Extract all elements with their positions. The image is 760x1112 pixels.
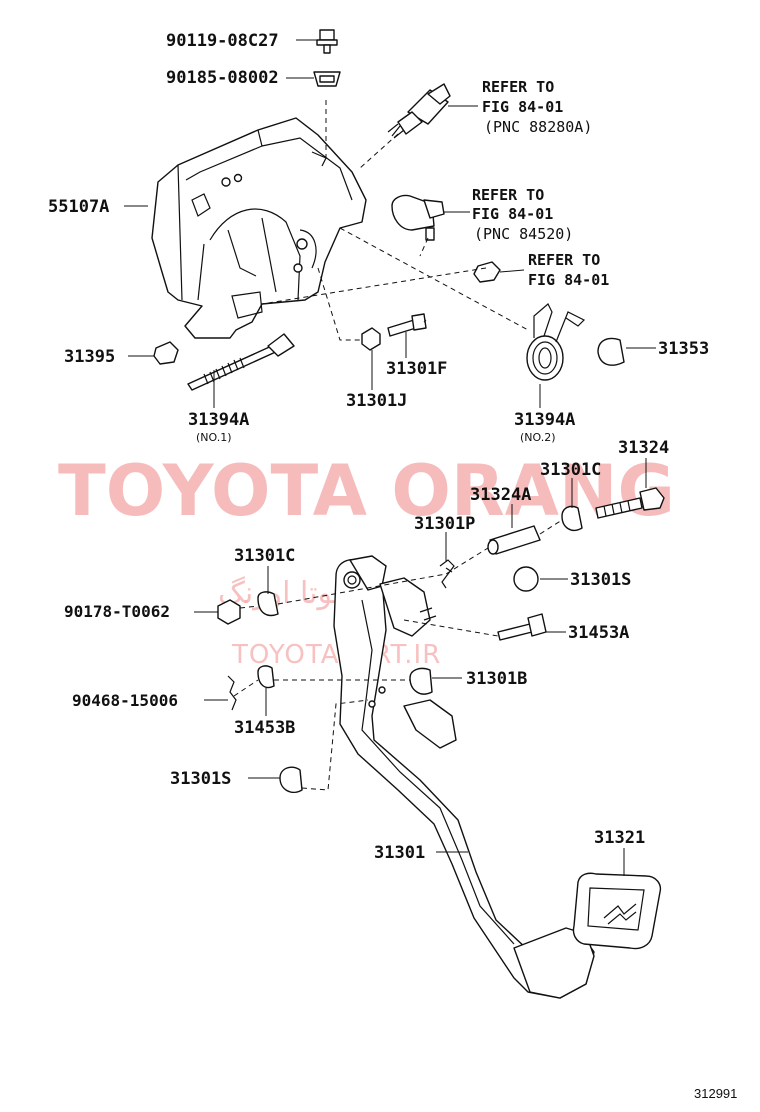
nut-90178-drawing [217, 599, 241, 625]
label-31321: 31321 [594, 828, 645, 848]
ref1-line2: FIG 84-01 [482, 98, 563, 116]
note-31394a-no2: (NO.2) [520, 431, 556, 444]
label-31324: 31324 [618, 438, 669, 458]
label-90468-15006: 90468-15006 [72, 691, 178, 710]
watermark-site: TOYOTAPART.IR [231, 640, 441, 670]
label-31353: 31353 [658, 339, 709, 359]
cruise-switch-drawing [391, 194, 445, 241]
label-31301f: 31301F [386, 359, 447, 379]
pin-31453a-drawing [497, 613, 547, 641]
ref2-line2: FIG 84-01 [472, 205, 553, 223]
clip-90468-drawing [227, 675, 237, 711]
spring-31394a-no2-drawing [526, 303, 586, 381]
pipe-31324a-drawing [487, 525, 541, 555]
pedal-bracket-drawing [151, 117, 367, 339]
cushion-31395-drawing [153, 341, 179, 365]
label-90119-08c27: 90119-08C27 [166, 31, 279, 51]
diagram-code: 312991 [694, 1086, 737, 1101]
label-31301s-left: 31301S [170, 769, 231, 789]
leader-lines [124, 39, 656, 876]
label-31453a: 31453A [568, 623, 629, 643]
ref1-line3: (PNC 88280A) [484, 118, 592, 136]
label-31301b: 31301B [466, 669, 527, 689]
bolt-31301f-drawing [387, 313, 427, 337]
bush-31453b-drawing [257, 665, 275, 689]
cushion-31301b-drawing [409, 667, 433, 695]
part-labels: 90119-08C27 90185-08002 55107A 31395 313… [48, 31, 709, 863]
nut-ref3-drawing [473, 261, 501, 283]
label-31301j: 31301J [346, 391, 407, 411]
reference-notes: REFER TO FIG 84-01 (PNC 88280A) REFER TO… [472, 78, 609, 289]
collar-31301c-top-drawing [561, 505, 583, 532]
label-55107a: 55107A [48, 197, 109, 217]
bolt-31324-drawing [595, 487, 665, 519]
clip-31301p-drawing [439, 559, 455, 589]
label-31394a-no2: 31394A [514, 410, 575, 430]
note-31394a-no1: (NO.1) [196, 431, 232, 444]
label-31324a: 31324A [470, 485, 531, 505]
brake-pedal-arm-drawing [333, 555, 595, 999]
bolt-90119-drawing [316, 29, 338, 54]
label-31395: 31395 [64, 347, 115, 367]
label-31301: 31301 [374, 843, 425, 863]
label-31301p: 31301P [414, 514, 475, 534]
ref3-line2: FIG 84-01 [528, 271, 609, 289]
dashed-phantom-lines [233, 100, 563, 791]
ball-31301s-right-drawing [513, 566, 539, 592]
label-31453b: 31453B [234, 718, 295, 738]
cushion-31301s-left-drawing [279, 766, 303, 794]
label-90178-t0062: 90178-T0062 [64, 602, 170, 621]
ref3-line1: REFER TO [528, 251, 600, 269]
nut-31301j-drawing [361, 327, 381, 351]
clip-90185-drawing [313, 71, 341, 87]
ref1-line1: REFER TO [482, 78, 554, 96]
pedal-pad-31321-drawing [572, 872, 662, 950]
label-31301c-top: 31301C [540, 460, 601, 480]
label-31394a-no1: 31394A [188, 410, 249, 430]
label-31301c-left: 31301C [234, 546, 295, 566]
label-90185-08002: 90185-08002 [166, 68, 279, 88]
label-31301s-right: 31301S [570, 570, 631, 590]
ref2-line3: (PNC 84520) [474, 225, 573, 243]
collar-31301c-left-drawing [257, 591, 279, 617]
ref2-line1: REFER TO [472, 186, 544, 204]
rod-spring-31394a-no1-drawing [187, 333, 295, 391]
stop-lamp-switch-drawing [387, 83, 451, 139]
bushing-31353-drawing [597, 337, 625, 366]
